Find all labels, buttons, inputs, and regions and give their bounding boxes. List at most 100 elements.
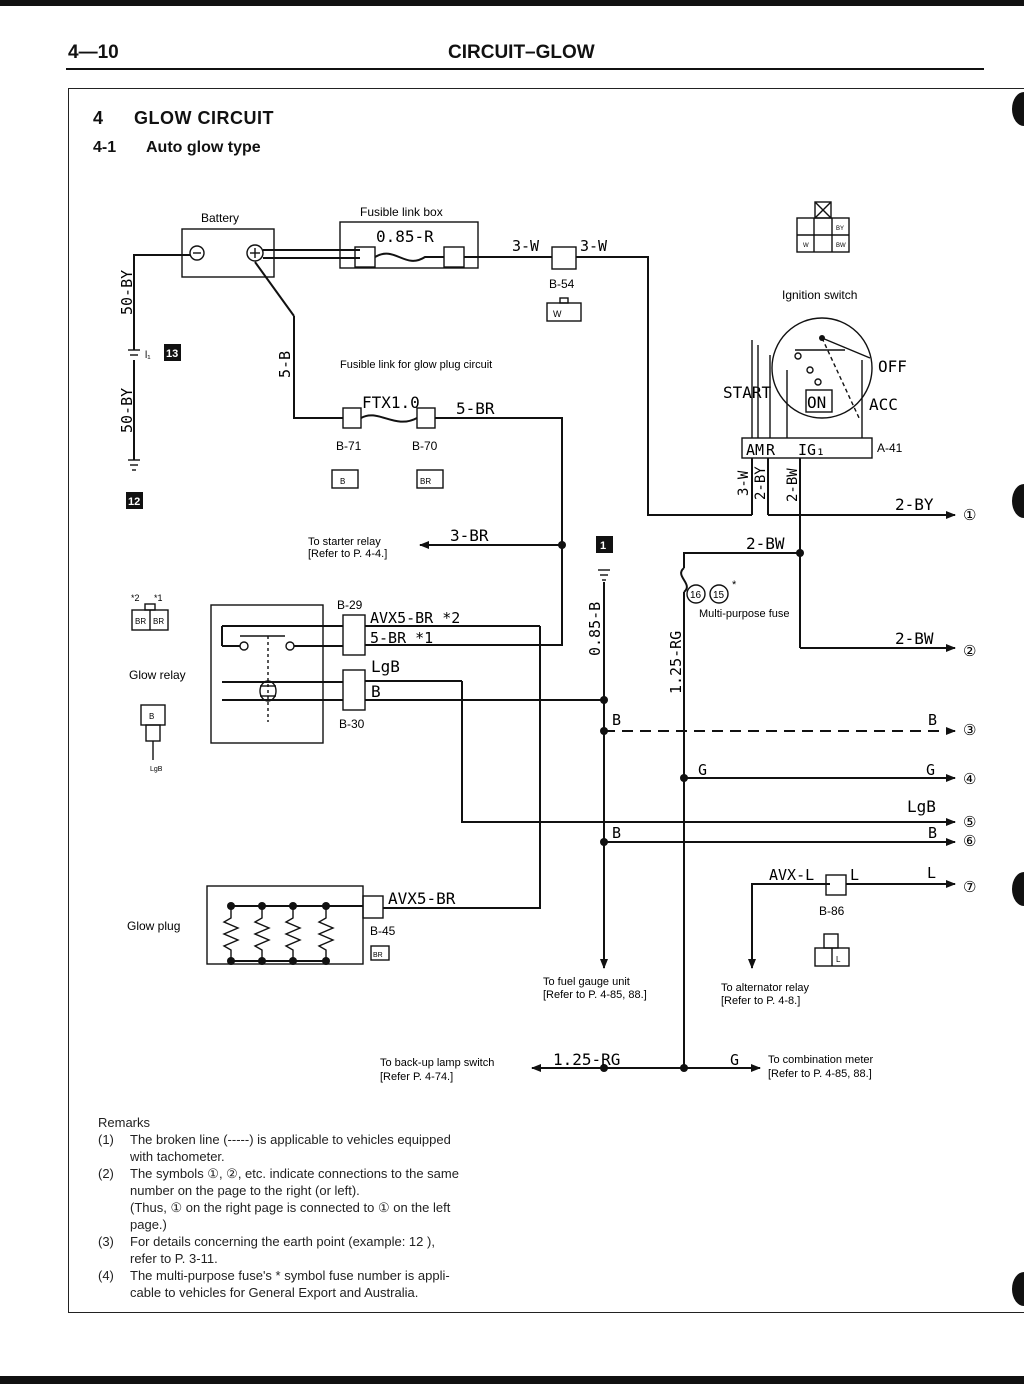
remarks-title: Remarks — [98, 1115, 151, 1130]
wire-label-1-25-rg: 1.25-RG — [667, 631, 685, 694]
connector-label-b70: B-70 — [412, 439, 438, 453]
connector-a41 — [741, 437, 873, 459]
ignition-r-label: R — [766, 441, 776, 459]
fuel-gauge-ref-line2: [Refer to P. 4-85, 88.] — [543, 989, 647, 1001]
earth-point-1: 1 — [600, 540, 606, 552]
svg-text:BR: BR — [153, 617, 164, 626]
connector-label-b30: B-30 — [339, 717, 365, 731]
remark-item: (1) The broken line (-----) is applicabl… — [98, 1132, 451, 1164]
wire-label-g-left: G — [698, 761, 707, 779]
fusible-link-glow-label: Fusible link for glow plug circuit — [340, 359, 492, 371]
connector-label-b86: B-86 — [819, 904, 845, 918]
subsection-title: Auto glow type — [146, 139, 261, 156]
ignition-start-label: START — [723, 383, 772, 402]
battery-positive-terminal — [246, 244, 264, 262]
svg-text:BR: BR — [135, 617, 146, 626]
connector-b71-face — [331, 469, 359, 489]
wire-label-0-85-b: 0.85-B — [586, 602, 604, 656]
wire-label-3-w-ig: 3-W — [736, 470, 752, 496]
svg-text:W: W — [803, 243, 809, 249]
wire-label-b-right: B — [928, 824, 937, 842]
output-6: ⑥ — [963, 833, 976, 850]
connector-b70-face — [416, 469, 444, 489]
wire-label-2-bw-out: 2-BW — [895, 629, 934, 648]
wire-label-b-dashed-left: B — [612, 711, 621, 729]
glow-plug-element — [253, 902, 271, 965]
output-7: ⑦ — [963, 879, 976, 896]
section-number: 4 — [93, 108, 104, 128]
backup-lamp-ref-line1: To back-up lamp switch — [380, 1057, 494, 1069]
remark-item: (3) For details concerning the earth poi… — [98, 1234, 435, 1266]
glow-relay-label: Glow relay — [129, 668, 186, 682]
ignition-off-label: OFF — [878, 357, 907, 376]
wire-label-avx5-br-2: AVX5-BR *2 — [370, 609, 460, 627]
ignition-am-label: AM — [746, 441, 764, 459]
battery-label: Battery — [201, 211, 239, 225]
connector-label-b29: B-29 — [337, 598, 363, 612]
glow-plug-element — [317, 902, 335, 965]
wire-label-b-left: B — [612, 824, 621, 842]
remark-item: (2) The symbols ①, ②, etc. indicate conn… — [98, 1166, 459, 1232]
glow-plug-label: Glow plug — [127, 919, 180, 933]
page-top-border — [0, 0, 1024, 6]
connector-label-a41: A-41 — [877, 441, 903, 455]
glow-plug-element — [222, 902, 240, 965]
output-3: ③ — [963, 722, 976, 739]
output-4: ④ — [963, 771, 976, 788]
fusible-link-wire-label: 0.85-R — [376, 227, 434, 246]
page-title: CIRCUIT–GLOW — [448, 42, 595, 63]
glow-plug-element — [284, 902, 302, 965]
glow-relay-star-1: *1 — [154, 593, 163, 603]
multi-purpose-fuse-label: Multi-purpose fuse — [699, 608, 790, 620]
connector-b54 — [551, 246, 577, 270]
connector-label-b45: B-45 — [370, 924, 396, 938]
glow-plug-box — [206, 885, 364, 965]
earth-point-13-badge — [164, 344, 181, 361]
wire-label-b-relay: B — [371, 682, 381, 701]
svg-text:B: B — [340, 477, 345, 486]
wire-label-avx5-br: AVX5-BR — [388, 889, 456, 908]
ftx-label: FTX1.0 — [362, 393, 420, 412]
combination-meter-ref-line2: [Refer to P. 4-85, 88.] — [768, 1068, 872, 1080]
svg-text:B: B — [149, 712, 154, 721]
wire-label-2-by-out: 2-BY — [895, 495, 934, 514]
starter-relay-ref-line2: [Refer to P. 4-4.] — [308, 548, 387, 560]
wire-label-2-bw-ig: 2-BW — [785, 468, 801, 502]
binder-hole-mark — [1012, 1272, 1024, 1306]
ignition-ig1-label: IG₁ — [798, 441, 825, 459]
battery-negative-terminal — [189, 245, 205, 261]
remarks-block: Remarks (1) The broken line (-----) is a… — [98, 1114, 538, 1301]
alternator-relay-ref-line2: [Refer to P. 4-8.] — [721, 995, 800, 1007]
svg-text:BR: BR — [420, 477, 431, 486]
fuse-16: 16 — [690, 590, 702, 601]
section-title: GLOW CIRCUIT — [134, 108, 274, 128]
earth-point-13: 13 — [166, 348, 178, 360]
svg-text:l₁: l₁ — [145, 350, 151, 361]
binder-hole-mark — [1012, 872, 1024, 906]
earth-point-1-badge — [596, 536, 613, 553]
ignition-on-label: ON — [807, 393, 826, 412]
diagram-frame — [68, 88, 1024, 1313]
fusible-link-box-label: Fusible link box — [360, 205, 443, 219]
ignition-switch-on-box — [805, 389, 833, 413]
wire-label-lgb-out: LgB — [907, 797, 936, 816]
connector-label-b71: B-71 — [336, 439, 362, 453]
wire-label-2-bw-top: 2-BW — [746, 534, 785, 553]
wire-label-5-br: 5-BR — [456, 399, 495, 418]
svg-text:BY: BY — [836, 226, 844, 232]
connector-b29 — [342, 614, 366, 656]
fusible-link-box — [339, 221, 479, 269]
svg-text:LgB: LgB — [150, 766, 163, 773]
svg-text:L: L — [836, 955, 841, 964]
wire-label-3-w-right: 3-W — [580, 237, 608, 255]
starter-relay-ref-line1: To starter relay — [308, 536, 381, 548]
battery-symbol — [181, 228, 275, 278]
connector-b45 — [362, 895, 384, 919]
wire-label-1-25-rg-bottom: 1.25-RG — [553, 1050, 620, 1069]
output-1: ① — [963, 507, 976, 524]
ignition-switch-symbol — [771, 317, 873, 419]
wire-label-50-by-upper: 50-BY — [118, 270, 136, 315]
wire-label-l-b86: L — [850, 866, 859, 884]
wire-label-b-dashed-right: B — [928, 711, 937, 729]
backup-lamp-ref-line2: [Refer P. 4-74.] — [380, 1071, 453, 1083]
